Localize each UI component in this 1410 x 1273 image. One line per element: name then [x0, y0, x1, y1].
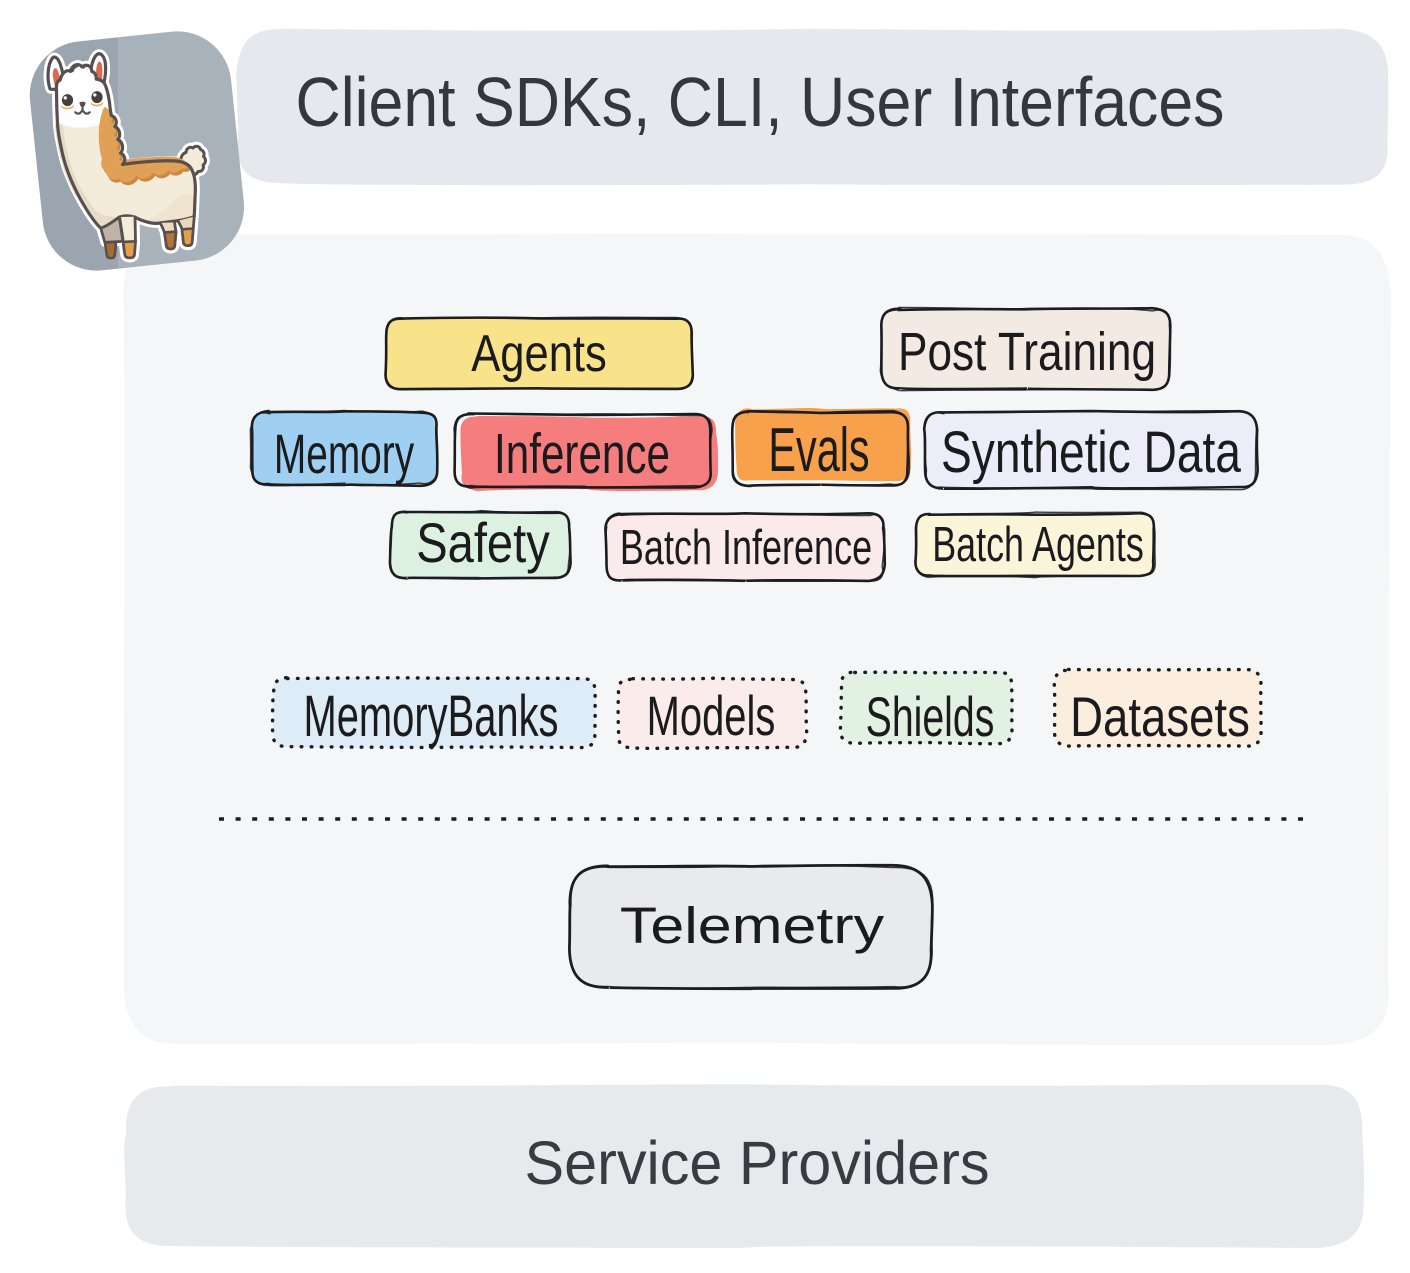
svg-text:Safety: Safety [416, 513, 550, 574]
svg-text:Agents: Agents [471, 324, 607, 383]
svg-text:Service Providers: Service Providers [524, 1129, 989, 1197]
svg-text:Models: Models [647, 686, 776, 748]
svg-text:MemoryBanks: MemoryBanks [303, 684, 558, 749]
svg-text:Batch Agents: Batch Agents [932, 518, 1144, 573]
svg-text:Shields: Shields [866, 688, 995, 749]
svg-text:Client SDKs, CLI, User Interfa: Client SDKs, CLI, User Interfaces [296, 64, 1225, 142]
svg-text:Memory: Memory [274, 424, 414, 485]
svg-text:Post Training: Post Training [898, 322, 1156, 382]
svg-text:Batch Inference: Batch Inference [620, 521, 872, 576]
svg-text:Synthetic Data: Synthetic Data [941, 421, 1242, 485]
svg-text:Evals: Evals [768, 416, 869, 486]
svg-text:Datasets: Datasets [1070, 686, 1250, 748]
svg-text:Inference: Inference [494, 422, 670, 486]
svg-text:Telemetry: Telemetry [620, 897, 884, 954]
